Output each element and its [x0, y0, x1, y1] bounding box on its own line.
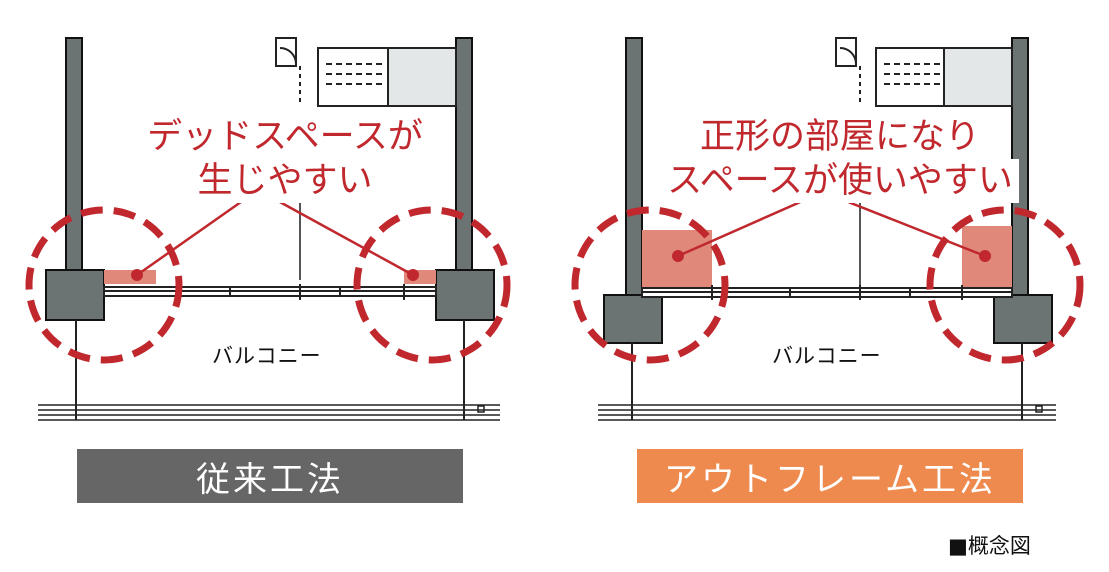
right-balcony-label: バルコニー: [772, 344, 882, 368]
right-dashed-circle-left: [571, 206, 729, 364]
left-plan-column-left: [45, 269, 105, 321]
right-callout-dot-a: [672, 250, 684, 262]
left-callout-line2: 生じやすい: [191, 159, 379, 203]
right-callout-text: 正形の部屋になり スペースが使いやすい: [645, 115, 1035, 203]
left-plan-sash: [103, 284, 437, 300]
left-plan-wall-right: [455, 37, 473, 271]
right-plan-sash: [641, 285, 1013, 300]
right-callout-line2: スペースが使いやすい: [661, 159, 1019, 203]
right-plan-drain: [1035, 405, 1043, 413]
left-plan-column-right: [435, 269, 495, 321]
concept-note: ■概念図: [948, 534, 1031, 558]
right-callout-dot-b: [979, 250, 991, 262]
left-callout-dot-b: [407, 269, 419, 281]
left-callout-line-a: [136, 188, 259, 277]
left-plan-drain: [477, 405, 485, 413]
left-callout-line1: デッドスペースが: [141, 115, 429, 159]
right-plan-column-left: [603, 294, 663, 344]
left-dashed-circle-left: [25, 206, 183, 364]
right-dashed-circle-right: [926, 206, 1084, 364]
right-plan-balcony-rail: [598, 404, 1056, 421]
right-plan-column-right: [993, 294, 1053, 344]
right-plan-kitchen: [835, 37, 1013, 107]
left-callout-line-b: [257, 188, 414, 277]
right-plan-wall-left: [625, 37, 643, 296]
left-dashed-circle-right: [353, 206, 511, 364]
left-callout-text: デッドスペースが 生じやすい: [120, 115, 450, 203]
left-plan-dead-space-left: [104, 270, 156, 284]
right-callout-line1: 正形の部屋になり: [693, 115, 986, 159]
left-callout-dot-a: [131, 269, 143, 281]
conventional-method-label: 従来工法: [77, 449, 463, 503]
left-plan-balcony-rail: [38, 404, 500, 421]
outframe-method-label: アウトフレーム工法: [637, 449, 1023, 503]
left-balcony-label: バルコニー: [212, 344, 322, 368]
left-plan: [25, 37, 511, 421]
left-plan-kitchen: [275, 37, 457, 107]
right-plan: [571, 37, 1084, 421]
left-plan-wall-left: [65, 37, 83, 271]
